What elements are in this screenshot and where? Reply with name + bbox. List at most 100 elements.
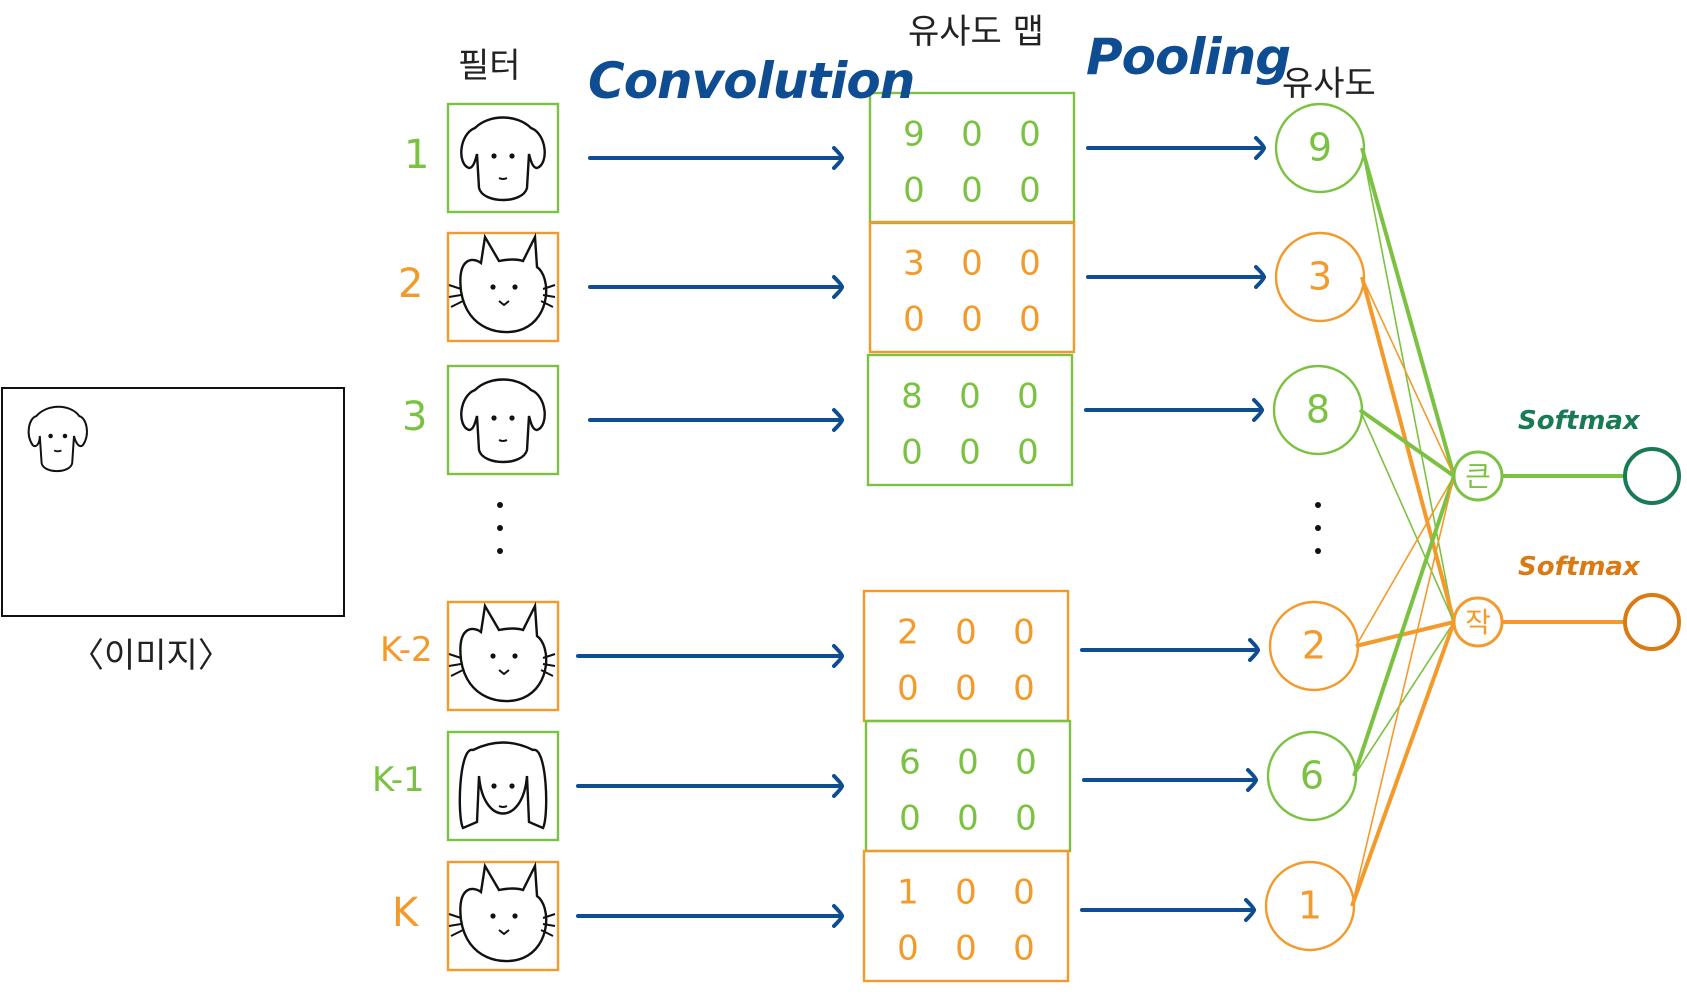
fc-connection <box>1353 621 1455 777</box>
pooled-value: 8 <box>1306 388 1330 432</box>
map-cell-value: 0 <box>955 669 977 709</box>
softmax-output-node <box>1623 447 1681 505</box>
map-cell-value: 0 <box>897 929 919 969</box>
fc-connection <box>1361 147 1455 623</box>
pooled-similarity-node: 8 <box>1272 364 1364 456</box>
map-cell-value: 9 <box>903 115 925 155</box>
filter-box <box>446 231 560 343</box>
fc-connection <box>1359 409 1455 623</box>
pooled-value: 2 <box>1302 624 1326 668</box>
fc-connection <box>1355 620 1455 648</box>
dog-head-outline <box>460 116 546 202</box>
cat-head-outline <box>459 861 548 963</box>
fc-connection <box>1360 276 1456 623</box>
output-node: 작 <box>1452 593 1681 651</box>
map-cell-value: 0 <box>959 433 981 473</box>
filter-box <box>446 600 560 712</box>
output-label: 작 <box>1465 606 1491 639</box>
map-cell-value: 0 <box>1013 669 1035 709</box>
pooled-similarity-node: 1 <box>1264 860 1356 952</box>
filter-index-label: K-2 <box>380 630 433 670</box>
filter-index-label: 2 <box>398 261 424 307</box>
map-cell-value: 0 <box>1017 433 1039 473</box>
map-cell-value: 0 <box>1019 300 1041 340</box>
input-image <box>1 387 345 617</box>
softmax-label: Softmax <box>1518 552 1640 582</box>
filter-box <box>446 364 560 476</box>
softmax-label: Softmax <box>1518 406 1640 436</box>
filter-ellipsis <box>497 502 503 554</box>
fc-connection <box>1361 276 1455 477</box>
map-cell-value: 1 <box>897 873 919 913</box>
map-cell-value: 6 <box>899 743 921 783</box>
fc-connection <box>1352 475 1456 777</box>
map-cell-value: 0 <box>897 669 919 709</box>
pooled-similarity-node: 9 <box>1274 102 1366 194</box>
convolution-title: Convolution <box>588 52 915 110</box>
dog-head-outline <box>458 741 548 830</box>
filter-index-label: K <box>392 890 419 936</box>
filter-box <box>446 730 560 842</box>
map-cell-value: 0 <box>903 300 925 340</box>
fc-connection <box>1360 147 1456 477</box>
output-label: 큰 <box>1465 460 1491 493</box>
pooled-value: 1 <box>1298 884 1322 928</box>
cat-face-icon <box>448 861 556 963</box>
map-cell-value: 0 <box>961 171 983 211</box>
map-cell-value: 0 <box>1019 115 1041 155</box>
filter-index-label: 1 <box>404 132 430 178</box>
map-cell-value: 0 <box>955 613 977 653</box>
map-cell-value: 0 <box>959 377 981 417</box>
pooled-similarity-node: 6 <box>1266 730 1358 822</box>
map-cell-value: 0 <box>961 115 983 155</box>
filter-box <box>446 860 560 972</box>
map-cell-value: 0 <box>1015 743 1037 783</box>
softmax-output-node <box>1623 593 1681 651</box>
dog-face-icon <box>460 378 546 464</box>
pooled-similarity-node: 3 <box>1274 231 1366 323</box>
fc-connection <box>1358 408 1456 478</box>
similarity-map-title: 유사도 맵 <box>908 12 1044 52</box>
map-cell-value: 0 <box>1019 244 1041 284</box>
output-node: 큰 <box>1452 447 1681 505</box>
cat-head-outline <box>459 232 548 334</box>
fc-connection <box>1355 475 1455 647</box>
map-cell-value: 0 <box>1013 873 1035 913</box>
pooled-value: 9 <box>1308 126 1332 170</box>
map-cell-value: 0 <box>1019 171 1041 211</box>
map-cell-value: 0 <box>1015 799 1037 839</box>
map-cell-value: 0 <box>955 873 977 913</box>
map-cell-value: 2 <box>897 613 919 653</box>
map-cell-value: 0 <box>899 799 921 839</box>
map-cell-value: 0 <box>1013 613 1035 653</box>
filter-index-label: K-1 <box>372 760 425 800</box>
similarity-title: 유사도 <box>1282 64 1376 104</box>
map-cell-value: 3 <box>903 244 925 284</box>
long-ear-dog-face-icon <box>458 741 548 830</box>
dog-face-icon <box>460 116 546 202</box>
map-cell-value: 0 <box>903 171 925 211</box>
filter-index-label: 3 <box>402 394 428 440</box>
pooled-similarity-node: 2 <box>1268 600 1360 692</box>
filter-box <box>446 102 560 214</box>
cat-head-outline <box>459 601 548 703</box>
map-cell-value: 0 <box>957 743 979 783</box>
image-caption: 〈이미지〉 <box>70 636 232 676</box>
map-cell-value: 0 <box>961 244 983 284</box>
fc-connection <box>1351 475 1455 907</box>
cat-face-icon <box>448 601 556 703</box>
map-cell-value: 8 <box>901 377 923 417</box>
pooled-value: 6 <box>1300 754 1324 798</box>
